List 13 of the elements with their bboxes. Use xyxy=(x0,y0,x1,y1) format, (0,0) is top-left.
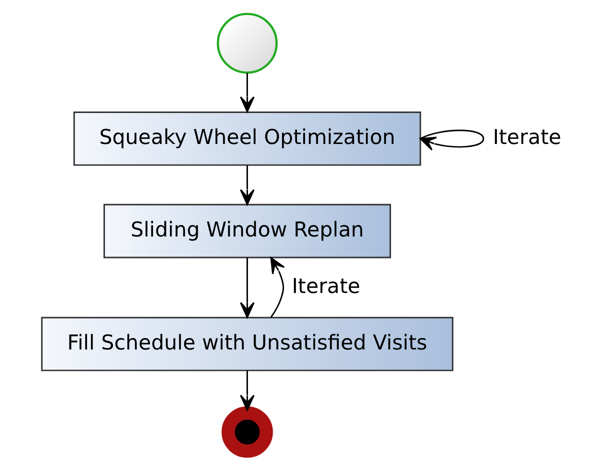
edge-label: Iterate xyxy=(492,125,562,150)
arrow xyxy=(270,257,285,318)
node-box: Sliding Window Replan xyxy=(103,204,392,258)
node-box: Squeaky Wheel Optimization xyxy=(73,112,422,166)
edge-label: Iterate xyxy=(292,274,360,298)
node-circle xyxy=(216,12,278,74)
arrow xyxy=(240,370,255,411)
arrow xyxy=(240,166,255,206)
arrow xyxy=(420,130,484,151)
node-circle xyxy=(222,406,273,458)
arrow xyxy=(240,258,255,318)
node-box: Fill Schedule with Unsatisfied Visits xyxy=(41,316,454,372)
arrow xyxy=(240,72,255,112)
